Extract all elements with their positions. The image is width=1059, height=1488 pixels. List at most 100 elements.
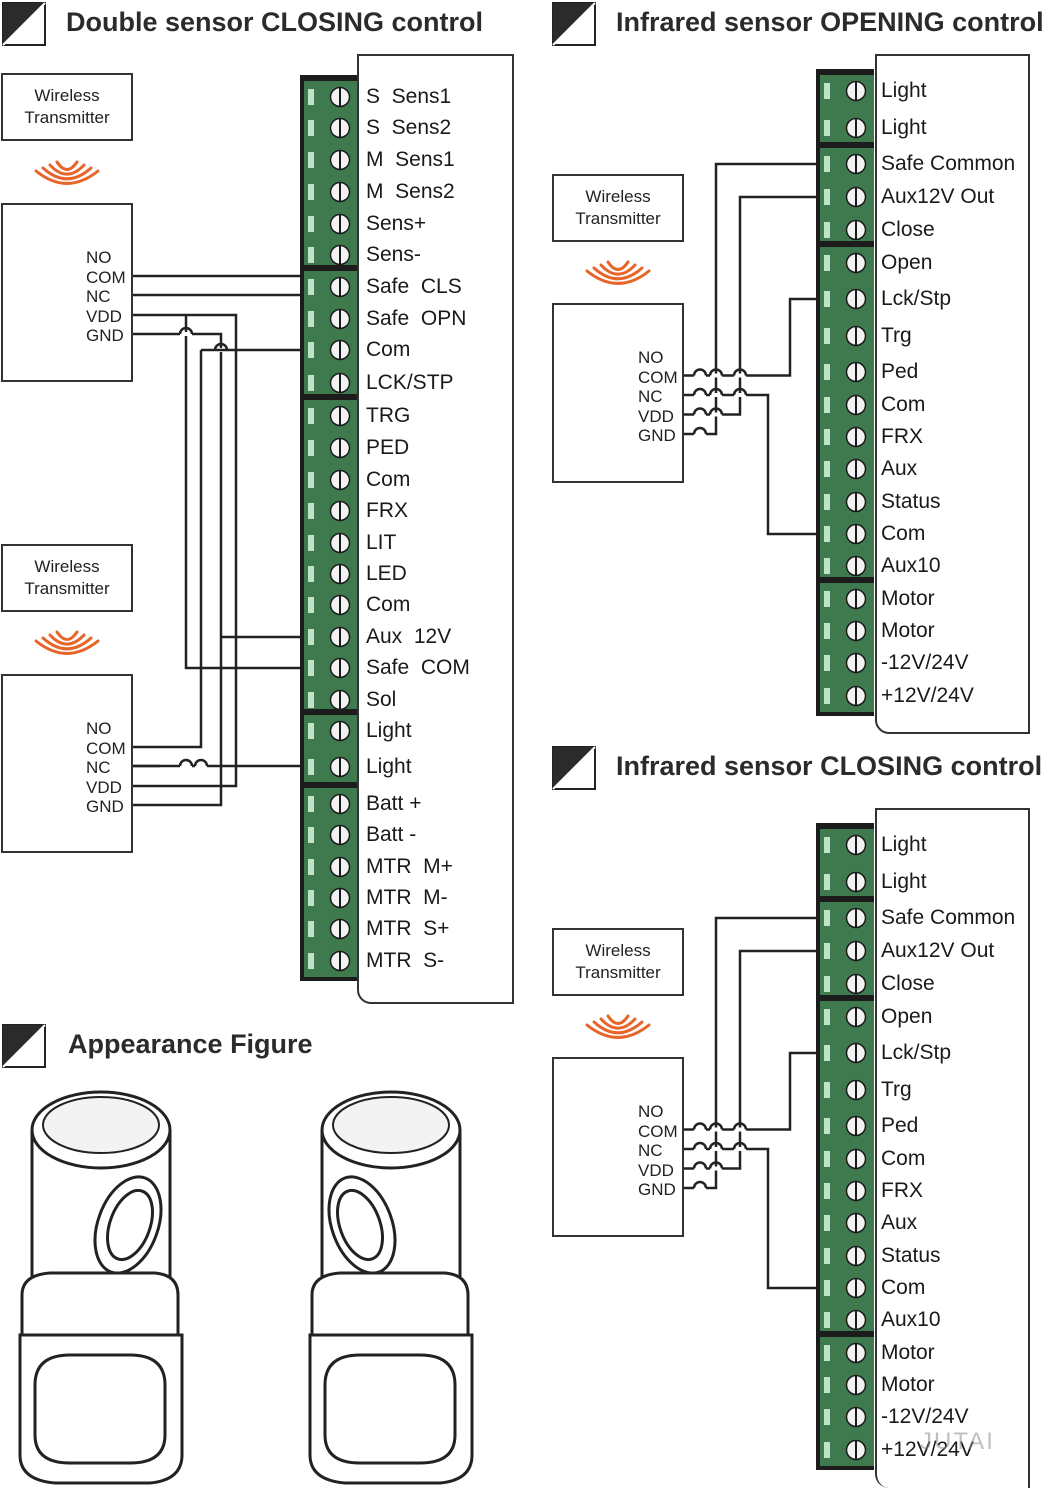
sensor-receiver bbox=[552, 303, 684, 483]
terminal-label: Aux bbox=[881, 1211, 918, 1234]
terminal-label: Com bbox=[881, 1276, 926, 1299]
sensor-pin-labels: NO COM NC VDD GND bbox=[86, 719, 126, 817]
wire-hop bbox=[708, 1141, 724, 1150]
wire-hop bbox=[692, 426, 708, 435]
terminal-label: LED bbox=[366, 562, 407, 585]
terminal-label: -12V/24V bbox=[881, 1405, 969, 1428]
pin-vdd: VDD bbox=[86, 777, 122, 797]
terminal-slot bbox=[308, 408, 314, 424]
terminal-label: TRG bbox=[366, 404, 411, 427]
terminal-label: Safe Common bbox=[881, 906, 1016, 929]
terminal-slot bbox=[824, 494, 830, 510]
terminal-slot bbox=[308, 184, 314, 200]
terminal-label: Close bbox=[881, 972, 935, 995]
terminal-slot bbox=[308, 375, 314, 391]
terminal-slot bbox=[824, 1248, 830, 1264]
terminal-label: MTR M+ bbox=[366, 855, 453, 878]
terminal-slot bbox=[308, 503, 314, 519]
signal-wave-icon bbox=[48, 163, 86, 176]
terminal-slot bbox=[824, 222, 830, 238]
terminal-label: FRX bbox=[366, 499, 408, 522]
terminal-label: Com bbox=[881, 522, 926, 545]
controller-panel-opening bbox=[875, 54, 1030, 734]
terminal-slot bbox=[308, 342, 314, 358]
terminal-slot bbox=[308, 921, 314, 937]
signal-wave-icon bbox=[592, 266, 644, 281]
signal-wave-icon bbox=[599, 1017, 637, 1030]
terminal-label: LCK/STP bbox=[366, 371, 454, 394]
signal-wave-icon bbox=[599, 263, 637, 276]
wire bbox=[684, 1147, 818, 1290]
terminal-label: Light bbox=[881, 79, 927, 102]
terminal-slot bbox=[824, 1280, 830, 1296]
wire-hop bbox=[692, 1161, 708, 1169]
pin-nc: NC bbox=[638, 1141, 663, 1160]
terminal-slot bbox=[824, 623, 830, 639]
signal-wave-icon bbox=[585, 1023, 651, 1039]
terminal-slot bbox=[824, 1215, 830, 1231]
controller-panel-closing bbox=[875, 808, 1030, 1488]
terminal-slot bbox=[824, 943, 830, 959]
wire-hop bbox=[708, 1161, 724, 1169]
wire bbox=[684, 949, 818, 1170]
terminal-label: Light bbox=[881, 833, 927, 856]
wire bbox=[684, 393, 818, 536]
terminal-slot bbox=[824, 255, 830, 271]
terminal-label: FRX bbox=[881, 1179, 923, 1202]
terminal-slot bbox=[308, 566, 314, 582]
wire-hop bbox=[178, 758, 194, 767]
terminal-slot bbox=[824, 910, 830, 926]
terminal-slot bbox=[824, 1345, 830, 1361]
signal-wave-icon bbox=[41, 636, 93, 651]
terminal-label: +12V/24V bbox=[881, 1438, 974, 1461]
wireless-transmitter: Wireless Transmitter bbox=[1, 544, 133, 612]
terminal-slot bbox=[824, 1377, 830, 1393]
terminal-label: Status bbox=[881, 490, 941, 513]
terminal-slot bbox=[824, 291, 830, 307]
sensor-pin-labels: NO COM NC VDD GND bbox=[638, 1102, 678, 1200]
terminal-slot bbox=[308, 859, 314, 875]
terminal-label: Ped bbox=[881, 1114, 919, 1137]
pin-gnd: GND bbox=[86, 797, 124, 816]
terminal-label: Safe CLS bbox=[366, 275, 462, 298]
section-title-closing: Infrared sensor CLOSING control bbox=[616, 751, 1043, 781]
terminal-label: Trg bbox=[881, 1078, 912, 1101]
watermark-text: JUTAI bbox=[920, 1428, 995, 1455]
terminal-label: +12V/24V bbox=[881, 684, 974, 707]
wire-hop bbox=[708, 387, 724, 396]
terminal-slot bbox=[824, 429, 830, 445]
terminal-label: Aux10 bbox=[881, 1308, 941, 1331]
terminal-label: PED bbox=[366, 436, 410, 459]
terminal-label: Com bbox=[366, 593, 411, 616]
wire bbox=[133, 332, 223, 807]
wire-hop bbox=[213, 342, 229, 351]
wire-hop bbox=[692, 407, 708, 415]
transmitter-label-1: Wireless bbox=[34, 86, 100, 105]
terminal-slot bbox=[824, 364, 830, 380]
terminal-block-face bbox=[304, 81, 358, 271]
pin-com: COM bbox=[86, 738, 126, 758]
terminal-slot bbox=[308, 535, 314, 551]
section-emblem-icon bbox=[552, 746, 596, 790]
sensor-pin-labels: NO COM NC VDD GND bbox=[86, 248, 126, 346]
wire bbox=[184, 315, 300, 670]
terminal-label: Open bbox=[881, 251, 933, 274]
appearance-figure bbox=[18, 1090, 474, 1485]
sensor-device-right bbox=[308, 1090, 474, 1485]
pin-gnd: GND bbox=[638, 426, 676, 445]
terminal-label: Light bbox=[366, 719, 412, 742]
controller-panel-left bbox=[357, 54, 514, 1004]
section-title-appearance: Appearance Figure bbox=[68, 1029, 313, 1059]
terminal-label: Aux bbox=[881, 457, 918, 480]
wire-hop bbox=[692, 1122, 708, 1130]
terminal-slot bbox=[824, 591, 830, 607]
sensor-receiver bbox=[552, 1057, 684, 1237]
wireless-transmitter: Wireless Transmitter bbox=[552, 928, 684, 996]
terminal-label: Com bbox=[881, 1147, 926, 1170]
signal-wave-icon bbox=[41, 166, 93, 181]
terminal-label: Motor bbox=[881, 619, 935, 642]
wire bbox=[684, 297, 818, 377]
wire-hop bbox=[708, 407, 724, 415]
wire-hop bbox=[732, 368, 748, 376]
terminal-block-face bbox=[304, 788, 358, 977]
